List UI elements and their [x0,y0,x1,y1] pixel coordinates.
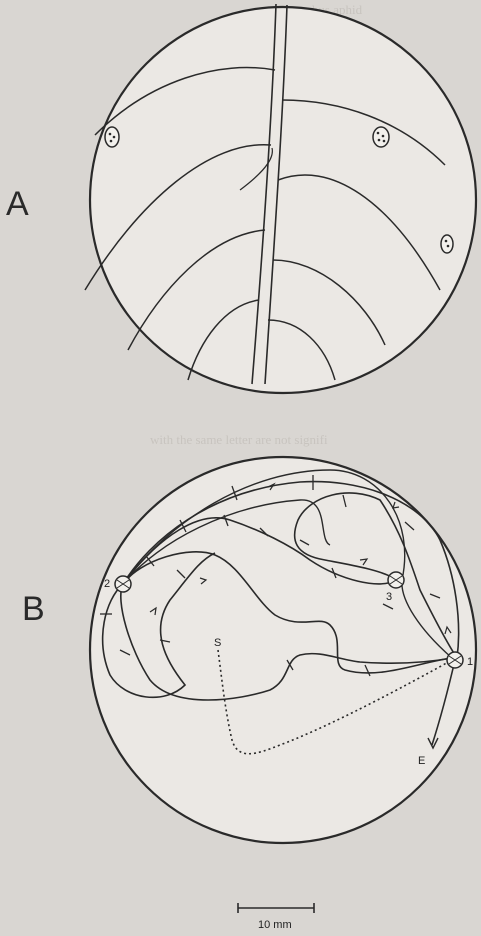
site-label-3: 3 [386,591,392,603]
leaf-disc-a [85,4,476,393]
track-start-label: S [214,637,221,649]
site-label-2: 2 [104,578,110,590]
track-disc-b: 2 3 1 S E [90,457,476,843]
track-end-label: E [418,755,425,767]
feeding-spot [441,235,453,253]
scale-bar-label: 10 mm [258,919,292,931]
leaf-disc-outline [90,7,476,393]
feeding-spot [373,127,389,147]
feeding-site-1 [447,652,463,668]
feeding-spot [105,127,119,147]
feeding-site-3 [388,572,404,588]
track-disc-outline [90,457,476,843]
scale-bar: 10 mm [238,903,314,931]
site-label-1: 1 [467,656,473,668]
feeding-site-2 [115,576,131,592]
